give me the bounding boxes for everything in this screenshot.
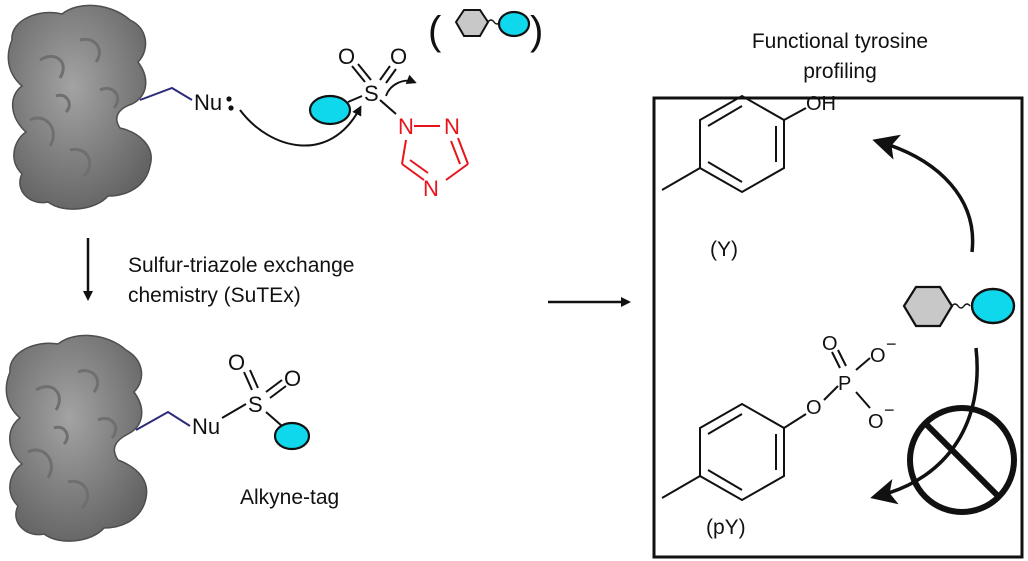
reaction-label-line1: Sulfur-triazole exchange (128, 254, 354, 277)
protein-top: Nu (7, 4, 234, 210)
protein-surface-icon (5, 334, 148, 542)
protein-surface-texture (27, 369, 118, 510)
charge-minus: − (886, 334, 897, 354)
oxygen-label: O (284, 366, 301, 391)
tyrosine-structure: OH (661, 93, 836, 194)
oxygen-label: O (868, 411, 884, 433)
oxygen-label: O (870, 345, 886, 367)
bracket-close: ) (530, 9, 543, 53)
profiling-title-line1: Functional tyrosine (752, 30, 928, 53)
oxygen-label: O (390, 44, 407, 69)
hexagon-probe-icon (902, 285, 954, 328)
hexagon-probe-icon (454, 9, 490, 37)
cyan-ellipse-icon (308, 94, 352, 126)
nitrogen-label: N (423, 176, 439, 201)
nucleophile-label-top: Nu (194, 90, 222, 115)
wavy-linker (951, 303, 971, 309)
sulfur-label-top: S (364, 81, 379, 106)
triazole-ring: N N N (398, 114, 469, 201)
protein-surface-texture (29, 37, 120, 178)
charge-minus: − (884, 400, 895, 420)
cyan-ellipse-icon (970, 287, 1016, 325)
phosphotyrosine-label: (pY) (706, 516, 746, 539)
linker-bottom (135, 410, 191, 431)
lone-pair-dot (228, 105, 234, 111)
protein-bottom: Nu S O O (5, 334, 311, 542)
alkyne-tag-label: Alkyne-tag (240, 486, 339, 509)
sulfur-label-bottom: S (248, 392, 263, 417)
phosphorus-label: P (838, 373, 851, 395)
sutex-probe: S O O N N N (308, 44, 469, 201)
tyrosine-label: (Y) (710, 238, 738, 261)
phosphotyrosine-structure: O P O O − O − (661, 333, 897, 502)
blocked-symbol-icon (907, 405, 1017, 515)
profiling-title-line2: profiling (803, 60, 877, 83)
reactive-arrow (872, 134, 975, 253)
attack-arrow (239, 105, 362, 147)
oxygen-label: O (806, 397, 822, 419)
leaving-arrow (385, 74, 417, 97)
lone-pair-dot (226, 96, 232, 102)
reaction-label-line2: chemistry (SuTEx) (128, 284, 301, 307)
oxygen-label: O (338, 44, 355, 69)
blocked-arrow (870, 347, 979, 505)
nitrogen-label: N (398, 114, 414, 139)
probe-in-box (902, 285, 1016, 328)
oxygen-label: O (822, 333, 838, 355)
cyan-ellipse-icon (497, 10, 531, 38)
oxygen-label: O (228, 350, 245, 375)
cyan-ellipse-icon (273, 421, 311, 451)
hydroxyl-label: OH (806, 93, 836, 115)
bracket-open: ( (428, 9, 442, 53)
profiling-box (652, 96, 1024, 559)
leaving-group-brackets: ( ) (428, 9, 543, 53)
nucleophile-label-bottom: Nu (192, 414, 220, 439)
linker-top (139, 86, 193, 101)
nitrogen-label: N (444, 114, 460, 139)
protein-surface-icon (7, 4, 152, 210)
